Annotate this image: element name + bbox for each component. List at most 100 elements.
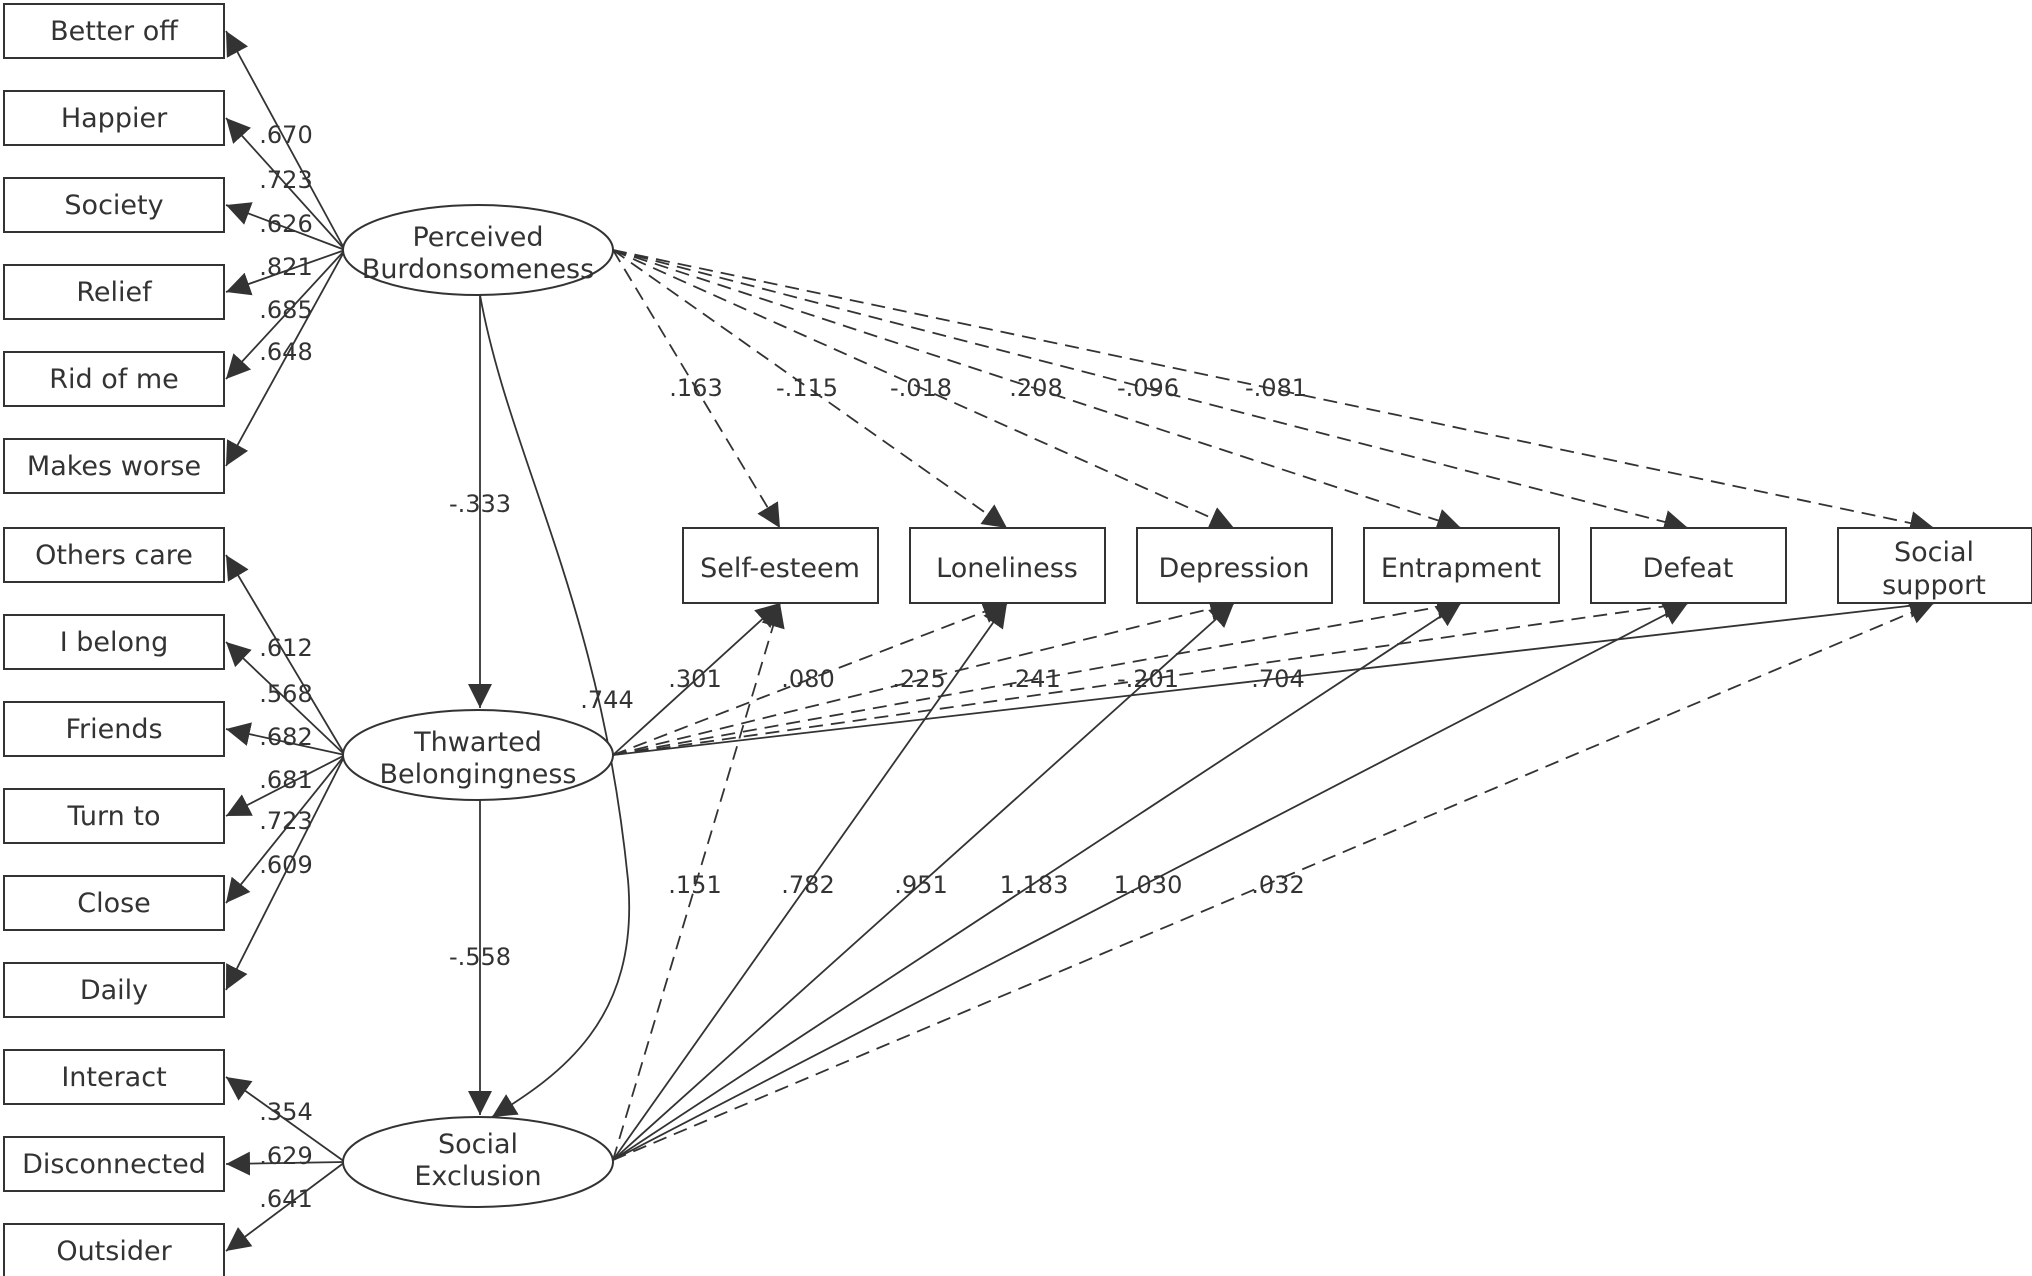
loading-path-se [225, 1151, 346, 1176]
path-tb-to-outcome [612, 600, 1008, 756]
path-coefficient: -.096 [1117, 374, 1179, 402]
path-coefficient: .225 [892, 665, 945, 693]
loading-path-pb [225, 30, 346, 251]
outcome-defeat: Defeat [1590, 527, 1787, 604]
coef-pb-to-se: .744 [580, 686, 633, 714]
indicator-box [3, 962, 225, 1018]
outcome-loneliness: Loneliness [909, 527, 1106, 604]
outcome-box [909, 527, 1106, 604]
loading-path-tb [225, 722, 346, 756]
loading-value: .568 [259, 680, 312, 708]
indicator-box [3, 875, 225, 931]
latent-oval-se [342, 1116, 614, 1208]
indicator-box [3, 1049, 225, 1105]
latent-label-pb-line1: Perceived [412, 222, 543, 253]
loading-path-tb [225, 554, 346, 756]
indicator-tb: Close [3, 875, 225, 931]
indicator-label: Others care [35, 540, 193, 571]
indicator-pb: Happier [3, 90, 225, 146]
loading-path-pb [225, 117, 346, 251]
indicator-box [3, 614, 225, 670]
outcome-box [1837, 527, 2032, 604]
loading-path-tb [225, 754, 346, 817]
indicator-label: Interact [61, 1062, 166, 1093]
path-coefficient: -.081 [1245, 374, 1307, 402]
path-coefficient: .301 [668, 665, 721, 693]
indicator-box [3, 264, 225, 320]
outcome-label-line2: support [1882, 570, 1986, 601]
path-coefficient: .951 [894, 871, 947, 899]
indicator-pb: Rid of me [3, 351, 225, 407]
indicator-box [3, 3, 225, 59]
latent-thwarted-belongingness: Thwarted Belongingness [342, 709, 614, 801]
path-pb-to-outcome [612, 249, 1462, 532]
path-coefficient: .032 [1251, 871, 1304, 899]
indicator-label: Better off [50, 16, 179, 47]
outcome-box [1136, 527, 1333, 604]
indicator-label: Rid of me [49, 364, 179, 395]
indicator-box [3, 177, 225, 233]
indicator-box [3, 438, 225, 494]
latent-label-se-line2: Exclusion [414, 1161, 541, 1192]
indicator-tb: Others care [3, 527, 225, 583]
path-coefficient: .080 [781, 665, 834, 693]
outcome-box [1590, 527, 1787, 604]
indicator-label: Relief [76, 277, 153, 308]
loading-path-se [225, 1161, 346, 1252]
path-coefficient: .163 [669, 374, 722, 402]
loading-value: .629 [259, 1142, 312, 1170]
path-se-to-outcome [612, 601, 1935, 1161]
loading-path-tb [225, 641, 346, 756]
indicator-label: Makes worse [27, 451, 201, 482]
indicator-label: Close [77, 888, 151, 919]
indicator-label: Turn to [67, 801, 161, 832]
indicator-se: Interact [3, 1049, 225, 1105]
indicator-tb: I belong [3, 614, 225, 670]
loading-value: .681 [259, 766, 312, 794]
outcome-box [682, 527, 879, 604]
path-pb-to-se [479, 294, 631, 1118]
path-se-to-outcome [612, 602, 1235, 1161]
path-tb-to-outcome [612, 593, 1935, 756]
path-coefficient: -.115 [776, 374, 838, 402]
outcome-depression: Depression [1136, 527, 1333, 604]
indicator-box [3, 351, 225, 407]
indicator-box [3, 90, 225, 146]
indicator-pb: Makes worse [3, 438, 225, 494]
indicator-label: Disconnected [22, 1149, 206, 1180]
indicator-box [3, 788, 225, 844]
outcome-label-line1: Social [1894, 537, 1974, 568]
outcome-social-support: Social support [1837, 527, 2032, 604]
coef-pb-to-tb: -.333 [449, 490, 511, 518]
outcome-self-esteem: Self-esteem [682, 527, 879, 604]
indicator-pb: Relief [3, 264, 225, 320]
path-pb-to-outcome [612, 249, 1008, 529]
path-coefficient: .704 [1251, 665, 1304, 693]
loading-value: .626 [259, 210, 312, 238]
indicator-tb: Turn to [3, 788, 225, 844]
outcome-label: Self-esteem [700, 553, 860, 584]
latent-label-se-line1: Social [438, 1129, 518, 1160]
path-pb-to-outcome [612, 249, 1235, 530]
path-tb-to-outcome [612, 597, 1235, 756]
path-coefficient: .208 [1009, 374, 1062, 402]
loading-path-se [225, 1076, 346, 1163]
loading-path-tb [225, 754, 346, 991]
outcome-box [1363, 527, 1560, 604]
indicator-pb: Better off [3, 3, 225, 59]
loading-value: .670 [259, 121, 312, 149]
loading-value: .723 [259, 807, 312, 835]
loading-value: .354 [259, 1098, 312, 1126]
latent-oval-pb [342, 204, 614, 296]
path-tb-to-outcome [612, 602, 781, 756]
path-coefficient: .151 [668, 871, 721, 899]
indicator-box [3, 701, 225, 757]
path-coefficient: -.018 [890, 374, 952, 402]
loading-value: .685 [259, 296, 312, 324]
path-coefficient: 1.183 [1000, 871, 1069, 899]
latent-label-tb-line1: Thwarted [413, 727, 542, 758]
path-tb-to-outcome [612, 594, 1689, 756]
path-se-to-outcome [612, 602, 1689, 1161]
indicator-label: Outsider [56, 1236, 172, 1267]
